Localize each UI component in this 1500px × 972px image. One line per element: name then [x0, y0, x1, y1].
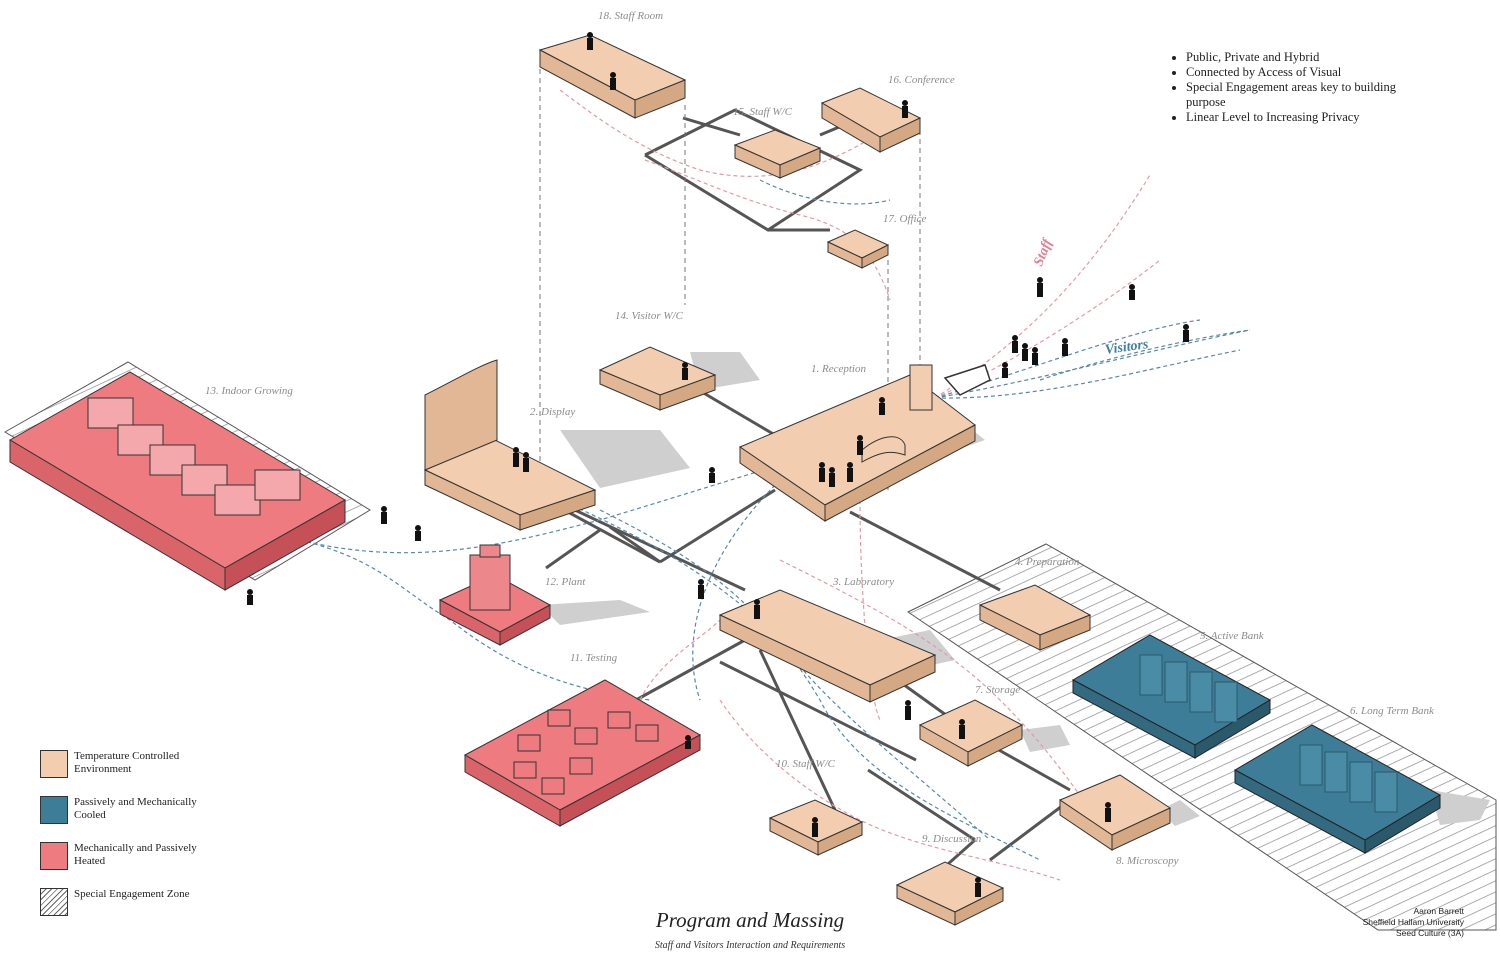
block-long-term-bank [1233, 724, 1442, 854]
block-testing [463, 679, 702, 827]
label-office: 17. Office [883, 213, 927, 225]
block-office [826, 229, 890, 269]
design-notes: Public, Private and Hybrid Connected by … [1168, 50, 1408, 125]
label-testing: 11. Testing [570, 652, 618, 664]
block-storage [918, 699, 1024, 767]
credit-name: Aaron Barrett [1413, 906, 1464, 916]
label-microscopy: 8. Microscopy [1116, 855, 1179, 867]
block-indoor-growing [9, 371, 346, 591]
label-staff-wc-15: 15. Staff W/C [733, 106, 792, 118]
credit-project: Seed Culture (3A) [1395, 928, 1464, 938]
block-microscopy [1058, 774, 1172, 851]
legend-label: Special Engagement Zone [74, 888, 190, 900]
label-discussion: 9. Discussion [922, 833, 982, 845]
block-staff-wc-15 [733, 129, 822, 179]
note-item: Special Engagement areas key to building… [1186, 80, 1408, 110]
label-staff-room: 18. Staff Room [598, 10, 664, 22]
note-item: Connected by Access of Visual [1186, 65, 1408, 80]
label-reception: 1. Reception [811, 363, 866, 375]
block-display [423, 359, 597, 531]
label-indoor-growing: 13. Indoor Growing [205, 385, 293, 397]
block-staff-room [538, 34, 687, 119]
block-preparation [978, 584, 1092, 651]
label-staff-wc-10: 10. Staff W/C [776, 758, 835, 770]
legend-label: Passively and Mechanically Cooled [74, 796, 197, 821]
legend-swatch [40, 842, 68, 870]
legend-item-special-zone: Special Engagement Zone [40, 888, 240, 916]
page-title: Program and Massing [655, 908, 845, 932]
legend-label: Mechanically and Passively Heated [74, 842, 197, 867]
legend-item-heated: Mechanically and Passively Heated [40, 842, 240, 870]
block-discussion [895, 861, 1005, 926]
credit-block: Aaron Barrett Sheffield Hallam Universit… [1363, 906, 1464, 939]
legend-label: Temperature Controlled Environment [74, 750, 180, 775]
label-plant: 12. Plant [545, 576, 586, 588]
block-laboratory [718, 589, 937, 703]
legend: Temperature Controlled Environment Passi… [40, 750, 240, 934]
block-conference [820, 87, 922, 153]
note-item: Public, Private and Hybrid [1186, 50, 1408, 65]
people-figures [247, 32, 1189, 897]
block-active-bank [1071, 634, 1272, 759]
legend-item-temperature: Temperature Controlled Environment [40, 750, 240, 778]
block-reception [738, 364, 991, 522]
legend-swatch [40, 796, 68, 824]
label-conference: 16. Conference [888, 74, 955, 86]
connector-network [545, 108, 1071, 882]
page-subtitle: Staff and Visitors Interaction and Requi… [654, 940, 846, 951]
label-long-term-bank: 6. Long Term Bank [1350, 705, 1434, 717]
legend-swatch [40, 888, 68, 916]
note-item: Linear Level to Increasing Privacy [1186, 110, 1408, 125]
block-visitor-wc [598, 346, 717, 411]
label-laboratory: 3. Laboratory [833, 576, 895, 588]
block-plant [438, 544, 552, 646]
label-visitor-wc: 14. Visitor W/C [615, 310, 683, 322]
label-display: 2. Display [530, 406, 576, 418]
label-active-bank: 5. Active Bank [1200, 630, 1264, 642]
legend-item-cooled: Passively and Mechanically Cooled [40, 796, 240, 824]
legend-swatch [40, 750, 68, 778]
label-storage: 7. Storage [975, 684, 1021, 696]
credit-university: Sheffield Hallam University [1362, 917, 1464, 927]
label-preparation: 4. Preparation [1015, 556, 1080, 568]
